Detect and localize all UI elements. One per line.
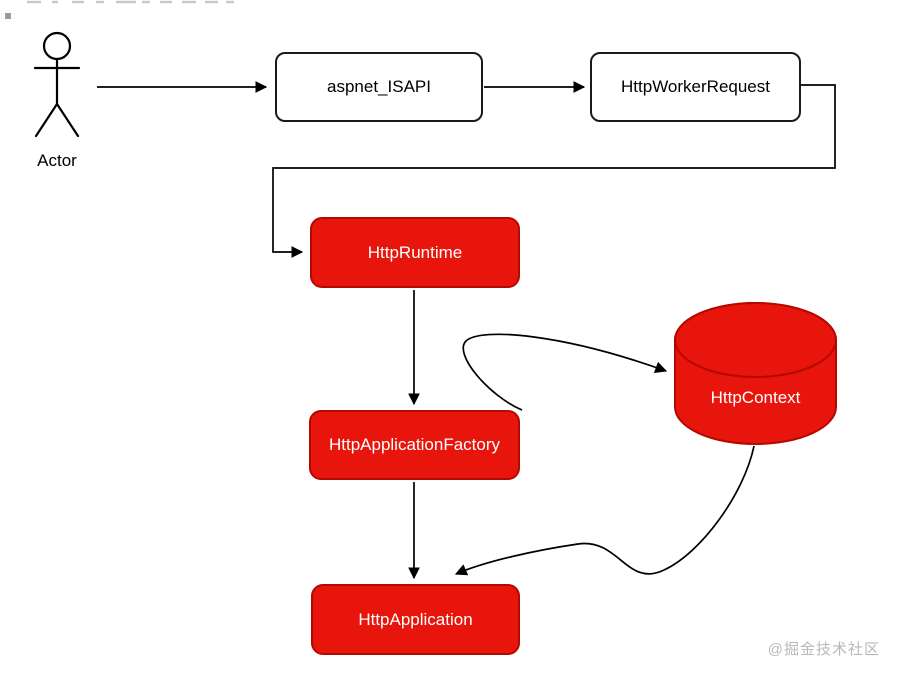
arrow-factory-to-context-curve	[462, 333, 668, 411]
node-httpworkerrequest: HttpWorkerRequest	[590, 52, 801, 122]
actor-icon	[33, 31, 81, 138]
node-aspnet-isapi-label: aspnet_ISAPI	[327, 77, 431, 96]
watermark-text: @掘金技术社区	[767, 641, 880, 658]
node-httpcontext-label: HttpContext	[710, 388, 801, 407]
node-httpruntime: HttpRuntime	[310, 217, 520, 288]
node-httpruntime-label: HttpRuntime	[367, 242, 463, 262]
node-httpapplicationfactory-label: HttpApplicationFactory	[328, 435, 501, 454]
node-httpapplication: HttpApplication	[311, 584, 520, 655]
node-httpapplication-label: HttpApplication	[358, 609, 473, 629]
node-httpapplicationfactory: HttpApplicationFactory	[309, 410, 520, 480]
node-httpworkerrequest-label: HttpWorkerRequest	[621, 77, 770, 96]
actor-label: Actor	[37, 151, 77, 170]
node-aspnet-isapi: aspnet_ISAPI	[275, 52, 483, 122]
httpcontext-cylinder	[674, 302, 837, 445]
gray-square-artifact	[5, 13, 11, 19]
